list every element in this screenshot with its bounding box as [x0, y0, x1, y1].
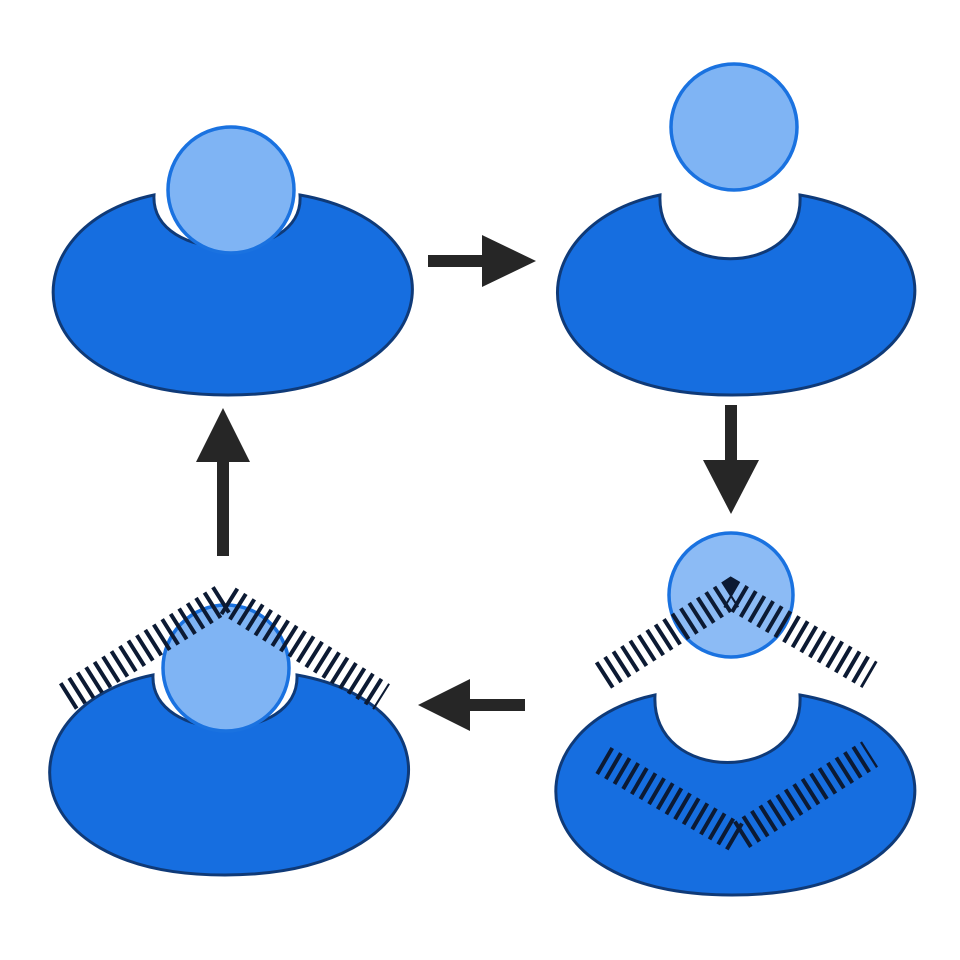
hatch-lower — [595, 741, 879, 856]
hatch-upper — [594, 576, 878, 689]
stage-released — [556, 62, 917, 397]
stage-bending — [554, 531, 917, 897]
arrow-right — [428, 235, 536, 287]
arrow-up — [196, 408, 250, 556]
ligand-ball — [161, 603, 291, 733]
stage-rebound — [48, 580, 410, 877]
ligand-ball — [669, 62, 799, 192]
ligand-ball — [166, 125, 296, 255]
receptor-body — [554, 693, 917, 897]
arrow-down — [703, 405, 759, 514]
arrow-left — [418, 679, 525, 731]
receptor-body — [556, 193, 917, 397]
hatch-band — [58, 580, 390, 710]
stage-bound — [51, 125, 414, 397]
